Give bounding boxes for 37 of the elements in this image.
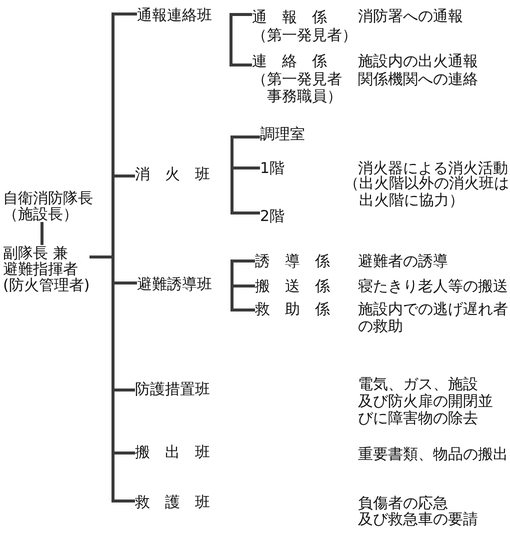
connector-line [230, 260, 255, 284]
duty-label: 搬 送 係 [255, 278, 330, 295]
duty-label: 連 絡 係 （第一発見者事務職員） [252, 53, 343, 106]
team-label: 搬 出 班 [135, 444, 210, 461]
task-description: 及び防火扉の開閉並びに障害物の除去 [358, 393, 494, 427]
task-description: 重要書類、物品の搬出 [358, 446, 508, 463]
task-description: 関係機関への連絡 [358, 71, 478, 88]
task-description: 施設内の出火通報 [358, 53, 478, 70]
duty-label: 救 助 係 [255, 301, 330, 318]
connector-line [230, 13, 252, 16]
area-label: 2階 [260, 208, 285, 225]
role-label: 副隊長 兼避難指揮者 (防火管理者) [3, 245, 90, 293]
duty-label: 通 報 係 （第一発見者） [252, 8, 357, 44]
connector-line [230, 174, 260, 214]
connector-line [230, 16, 252, 66]
team-label: 消 火 班 [135, 166, 210, 183]
team-label: 救 護 班 [135, 494, 210, 511]
task-description: （出火階以外の消火班は出火階に協力） [344, 175, 510, 209]
area-label: 調理室 [260, 126, 305, 143]
team-label: 避難誘導班 [137, 276, 212, 293]
connector-line [230, 166, 260, 174]
task-description: 電気、ガス、施設 [358, 376, 478, 393]
team-label: 通報連絡班 [137, 7, 212, 24]
connector-line [40, 222, 44, 245]
connector-line [230, 284, 255, 312]
task-description: 施設内での逃げ遅れ者の救助 [358, 301, 509, 335]
connector-line [230, 284, 255, 288]
team-label: 防護措置班 [135, 381, 210, 398]
role-label: 自衛消防隊長 （施設長） [3, 190, 93, 222]
area-label: 1階 [260, 160, 285, 177]
task-description: 消防署への通報 [358, 8, 463, 25]
duty-label: 誘 導 係 [255, 253, 330, 270]
task-description: 避難者の誘導 [358, 253, 448, 270]
task-description: 消火器による消火活動 [358, 160, 508, 177]
task-description: 寝たきり老人等の搬送 [358, 278, 508, 295]
task-description: 負傷者の応急 [358, 495, 448, 512]
task-description: 及び救急車の要請 [358, 511, 478, 528]
